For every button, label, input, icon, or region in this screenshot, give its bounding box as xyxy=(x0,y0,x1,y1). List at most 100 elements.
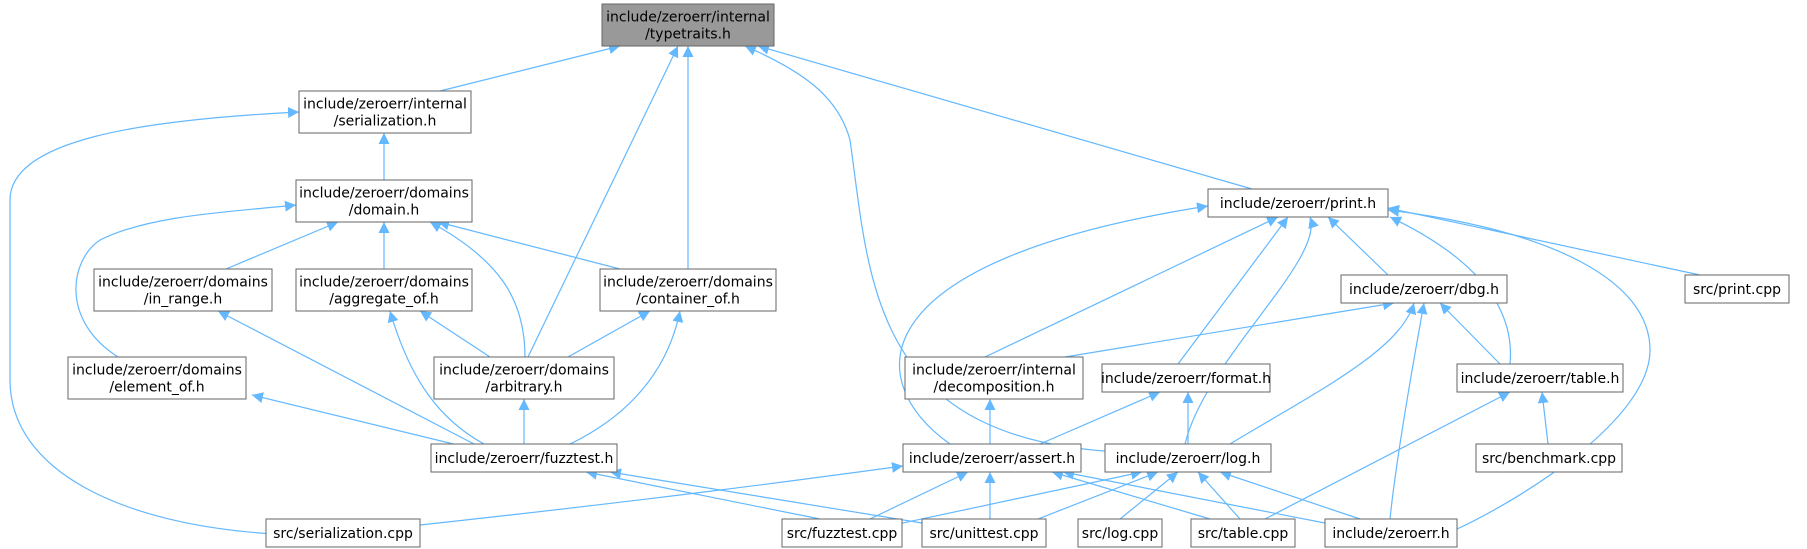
node-box xyxy=(1456,363,1624,393)
node-label: include/zeroerr/domains xyxy=(98,275,268,291)
node-box xyxy=(93,268,273,312)
node-fuzztest-cpp[interactable]: src/fuzztest.cpp xyxy=(781,518,903,548)
node-label: src/fuzztest.cpp xyxy=(787,526,898,542)
edge-table_cpp-to-table_h xyxy=(1264,391,1511,520)
edge-fuzztest_h-to-in_range_h xyxy=(217,310,475,445)
node-box xyxy=(1101,363,1271,393)
node-in-range-h[interactable]: include/zeroerr/domains/in_range.h xyxy=(93,268,273,312)
edge-benchmark_cpp-to-table_h xyxy=(1537,391,1549,445)
edge-zeroerr_h-to-log_h xyxy=(1219,470,1361,520)
node-label: include/zeroerr/table.h xyxy=(1461,371,1620,387)
node-zeroerr-h[interactable]: include/zeroerr.h xyxy=(1324,518,1458,548)
node-log-cpp[interactable]: src/log.cpp xyxy=(1077,518,1163,548)
node-label: include/zeroerr/assert.h xyxy=(909,451,1075,467)
edge-element_of_h-to-domain_h xyxy=(75,200,297,358)
node-label: include/zeroerr/internal xyxy=(606,10,770,26)
node-serialization-cpp[interactable]: src/serialization.cpp xyxy=(265,518,421,548)
node-container-of-h[interactable]: include/zeroerr/domains/container_of.h xyxy=(599,268,777,312)
node-label: include/zeroerr.h xyxy=(1332,526,1449,542)
node-box xyxy=(781,518,903,548)
node-serialization-h[interactable]: include/zeroerr/internal/serialization.h xyxy=(298,90,472,134)
edge-arbitrary_h-to-aggregate_of_h xyxy=(419,310,491,358)
node-label: include/zeroerr/internal xyxy=(303,97,467,113)
node-box xyxy=(433,356,615,400)
node-box xyxy=(599,268,777,312)
edge-format_h-to-print_h xyxy=(1177,216,1289,365)
node-label: include/zeroerr/log.h xyxy=(1116,451,1261,467)
edge-assert_h-to-print_h xyxy=(899,202,1209,445)
node-box xyxy=(921,518,1047,548)
node-element-of-h[interactable]: include/zeroerr/domains/element_of.h xyxy=(67,356,247,400)
node-label: include/zeroerr/dbg.h xyxy=(1349,282,1499,298)
node-arbitrary-h[interactable]: include/zeroerr/domains/arbitrary.h xyxy=(433,356,615,400)
node-aggregate-of-h[interactable]: include/zeroerr/domains/aggregate_of.h xyxy=(295,268,473,312)
node-label: include/zeroerr/domains xyxy=(603,275,773,291)
node-box xyxy=(1190,518,1296,548)
edge-log_h-to-dbg_h xyxy=(1229,302,1417,445)
edge-table_h-to-dbg_h xyxy=(1439,302,1501,365)
node-label: src/print.cpp xyxy=(1693,282,1781,298)
node-box xyxy=(1077,518,1163,548)
node-print-cpp[interactable]: src/print.cpp xyxy=(1684,274,1790,304)
node-box xyxy=(67,356,247,400)
node-box xyxy=(1340,274,1508,304)
node-label: include/zeroerr/domains xyxy=(299,186,469,202)
node-label: src/log.cpp xyxy=(1082,526,1159,542)
node-box xyxy=(1104,443,1272,473)
node-domain-h[interactable]: include/zeroerr/domains/domain.h xyxy=(295,179,473,223)
node-assert-h[interactable]: include/zeroerr/assert.h xyxy=(902,443,1082,473)
edge-arbitrary_h-to-domain_h xyxy=(429,221,526,358)
node-label: /decomposition.h xyxy=(934,380,1055,396)
node-decomposition-h[interactable]: include/zeroerr/internal/decomposition.h xyxy=(904,356,1084,400)
node-label: /domain.h xyxy=(349,203,419,219)
edge-fuzztest_cpp-to-fuzztest_h xyxy=(585,468,821,520)
node-table-h[interactable]: include/zeroerr/table.h xyxy=(1456,363,1624,393)
edge-assert_h-to-format_h xyxy=(1039,391,1161,445)
node-format-h[interactable]: include/zeroerr/format.h xyxy=(1101,363,1271,393)
node-fuzztest-h[interactable]: include/zeroerr/fuzztest.h xyxy=(430,443,618,473)
edge-dbg_h-to-print_h xyxy=(1327,216,1389,276)
node-label: src/serialization.cpp xyxy=(273,526,413,542)
node-label: include/zeroerr/domains xyxy=(439,363,609,379)
node-label: /element_of.h xyxy=(109,380,204,396)
edge-serialization_cpp-to-serialization_h xyxy=(9,107,300,535)
edge-print_cpp-to-print_h xyxy=(1387,204,1701,276)
edge-unittest_cpp-to-fuzztest_h xyxy=(609,468,929,525)
edge-arbitrary_h-to-typetraits xyxy=(527,45,679,358)
edge-fuzztest_h-to-element_of_h xyxy=(251,392,479,451)
node-box xyxy=(298,90,472,134)
node-box xyxy=(1684,274,1790,304)
node-label: include/zeroerr/format.h xyxy=(1101,371,1271,387)
node-box xyxy=(265,518,421,548)
node-box xyxy=(1475,443,1623,473)
node-label: include/zeroerr/internal xyxy=(912,363,1076,379)
node-label: include/zeroerr/domains xyxy=(72,363,242,379)
edge-decomposition_h-to-dbg_h xyxy=(1064,299,1395,358)
node-unittest-cpp[interactable]: src/unittest.cpp xyxy=(921,518,1047,548)
node-label: /typetraits.h xyxy=(645,27,731,43)
node-benchmark-cpp[interactable]: src/benchmark.cpp xyxy=(1475,443,1623,473)
node-typetraits[interactable]: include/zeroerr/internal/typetraits.h xyxy=(601,3,775,47)
node-label: /container_of.h xyxy=(636,292,740,308)
node-box xyxy=(902,443,1082,473)
node-log-h[interactable]: include/zeroerr/log.h xyxy=(1104,443,1272,473)
node-print-h[interactable]: include/zeroerr/print.h xyxy=(1207,188,1389,218)
node-table-cpp[interactable]: src/table.cpp xyxy=(1190,518,1296,548)
node-label: src/table.cpp xyxy=(1198,526,1289,542)
node-box xyxy=(430,443,618,473)
edge-zeroerr_h-to-assert_h xyxy=(1062,468,1331,525)
edge-serialization_cpp-to-assert_h xyxy=(419,462,904,526)
edge-fuzztest_h-to-aggregate_of_h xyxy=(387,310,485,445)
node-box xyxy=(295,268,473,312)
edge-zeroerr_h-to-print_h xyxy=(1387,205,1651,531)
node-box xyxy=(904,356,1084,400)
edge-in_range_h-to-domain_h xyxy=(225,221,339,270)
edge-zeroerr_h-to-dbg_h xyxy=(1389,302,1428,520)
edge-log_h-to-typetraits xyxy=(744,45,1121,453)
node-dbg-h[interactable]: include/zeroerr/dbg.h xyxy=(1340,274,1508,304)
node-label: /serialization.h xyxy=(334,114,437,130)
edge-fuzztest_cpp-to-log_h xyxy=(869,468,1143,531)
node-label: src/benchmark.cpp xyxy=(1482,451,1616,467)
edge-table_cpp-to-assert_h xyxy=(1051,469,1211,520)
